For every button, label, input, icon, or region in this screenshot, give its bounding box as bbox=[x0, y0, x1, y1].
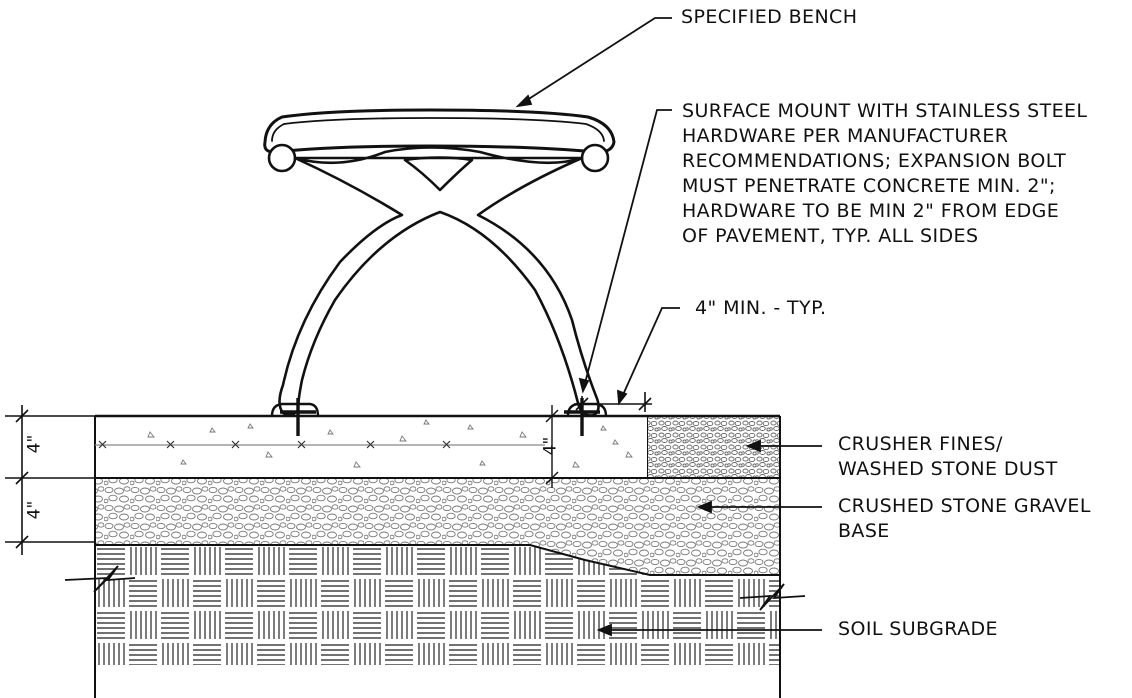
dim-slab-depth-right: 4" bbox=[540, 436, 561, 456]
mesh-x-marks bbox=[98, 440, 451, 449]
dim-concrete-depth: 4" bbox=[24, 434, 45, 454]
label-crusher-fines-line: CRUSHER FINES/ bbox=[838, 433, 1003, 455]
bench-seat bbox=[263, 108, 616, 154]
label-gravel-base-line: BASE bbox=[838, 520, 890, 542]
bench-frame-triangle bbox=[403, 156, 474, 192]
label-gravel-base-line: CRUSHED STONE GRAVEL bbox=[838, 495, 1091, 517]
label-surface-mount-line: SURFACE MOUNT WITH STAINLESS STEEL bbox=[682, 100, 1088, 122]
label-surface-mount-line: RECOMMENDATIONS; EXPANSION BOLT bbox=[682, 150, 1067, 172]
concrete-aggregate-marks bbox=[147, 419, 633, 468]
label-crusher-fines: CRUSHER FINES/ WASHED STONE DUST bbox=[838, 432, 1058, 482]
concrete-slab bbox=[94, 414, 780, 479]
bench bbox=[263, 108, 616, 417]
label-min-edge: 4" MIN. - TYP. bbox=[695, 297, 827, 319]
label-surface-mount: SURFACE MOUNT WITH STAINLESS STEEL HARDW… bbox=[682, 99, 1087, 249]
gravel-base-layer bbox=[94, 478, 781, 576]
left-dimension-marks bbox=[5, 405, 95, 555]
label-crusher-fines-line: WASHED STONE DUST bbox=[838, 458, 1058, 480]
label-soil-subgrade: SOIL SUBGRADE bbox=[838, 618, 998, 640]
edge-distance-dimension bbox=[574, 392, 652, 412]
bench-seat-end-right bbox=[580, 143, 610, 173]
leader-lines bbox=[515, 17, 822, 637]
label-specified-bench: SPECIFIED BENCH bbox=[681, 6, 858, 28]
dim-gravel-depth: 4" bbox=[24, 500, 45, 520]
label-surface-mount-line: OF PAVEMENT, TYP. ALL SIDES bbox=[682, 225, 979, 247]
slab-dimension-marks bbox=[545, 405, 559, 488]
label-surface-mount-line: HARDWARE PER MANUFACTURER bbox=[682, 125, 1009, 147]
bench-seat-end-left bbox=[267, 143, 297, 173]
bench-frame-outline bbox=[278, 146, 600, 417]
break-lines bbox=[64, 565, 806, 611]
label-surface-mount-line: MUST PENETRATE CONCRETE MIN. 2"; bbox=[682, 175, 1056, 197]
label-surface-mount-line: HARDWARE TO BE MIN 2" FROM EDGE bbox=[682, 200, 1060, 222]
label-gravel-base: CRUSHED STONE GRAVEL BASE bbox=[838, 494, 1091, 544]
